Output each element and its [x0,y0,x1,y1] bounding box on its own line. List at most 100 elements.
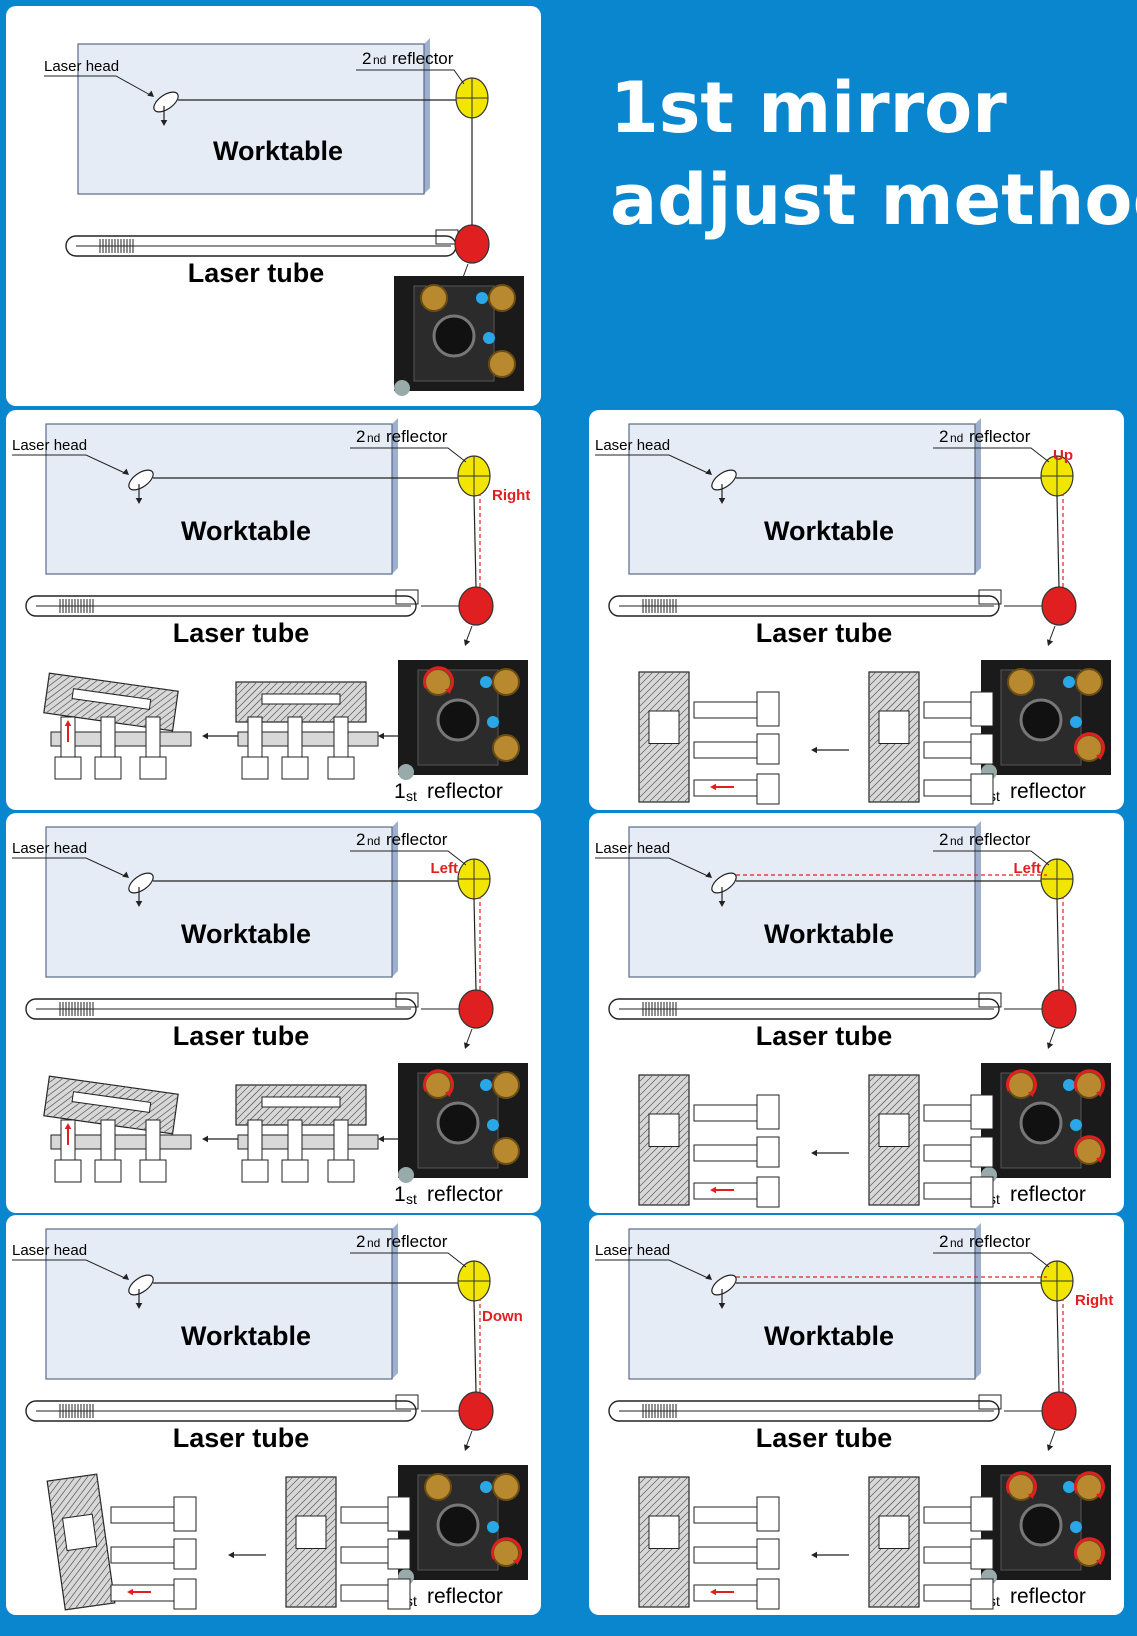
blue-knob [1070,1119,1082,1131]
laser-head-mirror [128,1274,154,1296]
screw-head [756,691,780,727]
reflector-1 [458,989,494,1029]
reflector-photo [981,660,1111,780]
reflector-1 [1041,586,1077,626]
laser-tube-label: Laser tube [173,1021,310,1051]
screw [247,1119,263,1161]
screw-head [756,1538,780,1570]
mount-diagram [638,1074,994,1208]
screw-head [756,1136,780,1168]
screw-head [54,756,82,780]
reflector-2-sub: nd [950,834,963,848]
direction-label: Left [431,860,459,877]
reflector-photo [394,276,524,396]
brass-screw [492,734,520,762]
rotate-arrow [1006,1471,1037,1499]
page-title: 1st mirror adjust method [610,62,1137,246]
laser-head-label: Laser head [595,840,670,857]
screw-head [387,1538,411,1570]
reflector-photo [398,1465,528,1585]
screw [693,741,765,759]
blue-knob [480,676,492,688]
reflector-2-label: reflector [386,830,448,849]
rotate-arrow [1074,1135,1105,1163]
worktable [628,1228,976,1380]
screw [287,716,303,758]
reflector-2-sub: nd [950,1236,963,1250]
mount-block [43,1075,179,1135]
reflector-2-num: 2 [939,427,948,446]
screw [145,1119,161,1161]
screw [100,1119,116,1161]
leader-line [595,1259,711,1280]
reflector-1-sub: st [989,1593,1000,1609]
mount-diagram [638,671,994,805]
laser-head-label: Laser head [12,1242,87,1259]
laser-head-label: Laser head [12,437,87,454]
leader-line [350,850,467,866]
brass-screw [424,1473,452,1501]
screw [287,1119,303,1161]
title-line-2: adjust method [610,159,1137,241]
screw-head [387,1578,411,1610]
screw [247,716,263,758]
brass-screw [492,1137,520,1165]
screw-head [756,773,780,805]
reflector-2-label: reflector [969,427,1031,446]
mount-block [638,1074,690,1206]
mount-block [235,681,367,723]
screw-head [139,756,167,780]
leader-line [350,1252,467,1268]
screw-head [173,1538,197,1570]
screw-head [756,1496,780,1532]
worktable-label: Worktable [213,136,343,166]
beam-vertical [1056,1300,1060,1393]
reflector-2-num: 2 [356,1232,365,1251]
rotate-arrow [423,1069,454,1097]
screw-head [173,1496,197,1532]
reflector-2-label: reflector [386,427,448,446]
reflector-1-sub: st [989,1191,1000,1207]
reflector-2-sub: nd [367,1236,380,1250]
laser-head-mirror [128,469,154,491]
laser-head-mirror [711,1274,737,1296]
screw-head [173,1578,197,1610]
reflector-photo [981,1063,1111,1183]
reflector-1-label: reflector [427,1585,503,1608]
reflector-2-sub: nd [367,834,380,848]
worktable-label: Worktable [181,919,311,949]
reflector-1-label: reflector [1010,1183,1086,1206]
screw [110,1546,182,1564]
screw-head [241,1159,269,1183]
screw-head [387,1496,411,1532]
direction-label: Up [1053,447,1073,464]
screw-head [756,733,780,765]
blue-knob [1063,1079,1075,1091]
screw-head [281,756,309,780]
brass-screw [488,284,516,312]
screw-head [970,733,994,765]
leader-line [933,1252,1050,1268]
laser-head-mirror [711,872,737,894]
leader-line [350,447,467,463]
screw-head [281,1159,309,1183]
screw [693,1104,765,1122]
mount-diagram [46,1473,411,1611]
title-line-1: 1st mirror [610,67,1007,149]
worktable [45,423,393,575]
mount-block [46,1473,116,1611]
screw-head [756,1176,780,1208]
worktable [77,43,425,195]
screw-head [54,1159,82,1183]
screw-head [756,1094,780,1130]
screw-head [970,691,994,727]
rotate-arrow [1006,1069,1037,1097]
blue-knob [487,716,499,728]
brass-screw [1007,668,1035,696]
